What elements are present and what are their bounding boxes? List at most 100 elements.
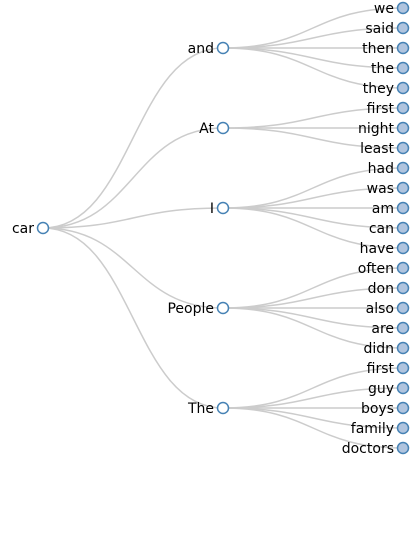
link-root-to-branch	[42, 227, 224, 409]
leaf-node-label: don	[368, 281, 394, 297]
leaf-node-circle[interactable]	[396, 421, 410, 435]
leaf-node-label: often	[358, 261, 394, 277]
leaf-node[interactable]: don	[368, 281, 410, 297]
link-branch-to-leaf	[222, 287, 404, 309]
leaf-node-label: said	[365, 21, 394, 37]
leaf-node[interactable]: was	[367, 181, 410, 197]
leaf-node-label: had	[368, 161, 394, 177]
leaf-node[interactable]: family	[351, 421, 410, 437]
leaf-node[interactable]: the	[371, 61, 410, 77]
leaf-node[interactable]: often	[358, 261, 410, 277]
link-branch-to-leaf	[222, 407, 404, 449]
branch-node-label: and	[188, 41, 214, 57]
leaf-node-circle[interactable]	[396, 221, 410, 235]
leaf-node-circle[interactable]	[396, 41, 410, 55]
leaf-node[interactable]: guy	[368, 381, 410, 397]
link-branch-to-leaf	[222, 387, 404, 409]
leaf-node[interactable]: least	[360, 141, 410, 157]
root-node-circle[interactable]	[36, 221, 50, 235]
leaf-node-circle[interactable]	[396, 201, 410, 215]
leaf-node-circle[interactable]	[396, 281, 410, 295]
link-branch-to-leaf	[222, 47, 404, 69]
leaf-node-circle[interactable]	[396, 101, 410, 115]
branch-node[interactable]: The	[187, 401, 230, 417]
leaf-node-label: was	[367, 181, 394, 197]
link-root-to-branch	[42, 47, 224, 229]
leaf-node-circle[interactable]	[396, 121, 410, 135]
leaf-node-label: we	[374, 1, 394, 17]
leaf-node[interactable]: can	[369, 221, 410, 237]
leaf-node-circle[interactable]	[396, 341, 410, 355]
branch-node-circle[interactable]	[216, 401, 230, 415]
leaf-node[interactable]: am	[372, 201, 410, 217]
leaf-node[interactable]: had	[368, 161, 410, 177]
link-branch-to-leaf	[222, 307, 404, 349]
link-branch-to-leaf	[222, 47, 404, 89]
leaf-node-circle[interactable]	[396, 1, 410, 15]
leaf-node-circle[interactable]	[396, 241, 410, 255]
leaf-node-circle[interactable]	[396, 21, 410, 35]
leaf-node[interactable]: then	[362, 41, 410, 57]
branch-node[interactable]: and	[188, 41, 230, 57]
leaf-node[interactable]: didn	[363, 341, 410, 357]
leaf-node-label: doctors	[342, 441, 394, 457]
branch-node[interactable]: I	[210, 201, 230, 217]
branch-node-circle[interactable]	[216, 121, 230, 135]
leaf-node-label: are	[371, 321, 394, 337]
leaf-node-circle[interactable]	[396, 81, 410, 95]
leaf-node-label: also	[366, 301, 394, 317]
leaf-node-label: the	[371, 61, 394, 77]
leaf-node-circle[interactable]	[396, 381, 410, 395]
link-branch-to-leaf	[222, 7, 404, 49]
leaf-node-circle[interactable]	[396, 321, 410, 335]
leaf-node-circle[interactable]	[396, 261, 410, 275]
leaf-node[interactable]: night	[358, 121, 410, 137]
leaf-node-circle[interactable]	[396, 181, 410, 195]
root-node[interactable]: car	[12, 221, 50, 237]
branch-node[interactable]: People	[167, 301, 230, 317]
link-branch-to-leaf	[222, 207, 404, 229]
leaf-node-circle[interactable]	[396, 61, 410, 75]
link-root-to-branch	[42, 207, 224, 229]
leaf-node-circle[interactable]	[396, 161, 410, 175]
leaf-node[interactable]: they	[363, 81, 410, 97]
leaf-node-label: night	[358, 121, 395, 137]
leaf-node[interactable]: first	[367, 361, 410, 377]
branch-node-label: At	[199, 121, 214, 137]
leaf-node[interactable]: doctors	[342, 441, 410, 457]
branch-node[interactable]: At	[199, 121, 230, 137]
link-branch-to-leaf	[222, 167, 404, 209]
leaf-node-label: family	[351, 421, 394, 437]
leaf-node[interactable]: we	[374, 1, 410, 17]
leaf-node-label: they	[363, 81, 394, 97]
tree-links	[42, 7, 404, 449]
leaf-node-circle[interactable]	[396, 141, 410, 155]
leaf-node[interactable]: first	[367, 101, 410, 117]
branch-node-label: People	[167, 301, 214, 317]
link-root-to-branch	[42, 127, 224, 229]
leaf-node-circle[interactable]	[396, 361, 410, 375]
leaf-node[interactable]: said	[365, 21, 410, 37]
branch-node-circle[interactable]	[216, 41, 230, 55]
link-branch-to-leaf	[222, 407, 404, 429]
leaf-node[interactable]: are	[371, 321, 410, 337]
leaf-node-label: then	[362, 41, 394, 57]
branch-node-label: The	[187, 401, 214, 417]
link-branch-to-leaf	[222, 127, 404, 149]
leaf-node-circle[interactable]	[396, 301, 410, 315]
link-branch-to-leaf	[222, 367, 404, 409]
leaf-node-label: have	[360, 241, 394, 257]
leaf-node-circle[interactable]	[396, 441, 410, 455]
leaf-node-label: boys	[361, 401, 394, 417]
link-branch-to-leaf	[222, 267, 404, 309]
link-root-to-branch	[42, 227, 224, 309]
branch-node-circle[interactable]	[216, 301, 230, 315]
leaf-node[interactable]: also	[366, 301, 410, 317]
branch-node-circle[interactable]	[216, 201, 230, 215]
leaf-node-label: first	[367, 361, 395, 377]
leaf-node-circle[interactable]	[396, 401, 410, 415]
leaf-node[interactable]: have	[360, 241, 410, 257]
leaf-node[interactable]: boys	[361, 401, 410, 417]
